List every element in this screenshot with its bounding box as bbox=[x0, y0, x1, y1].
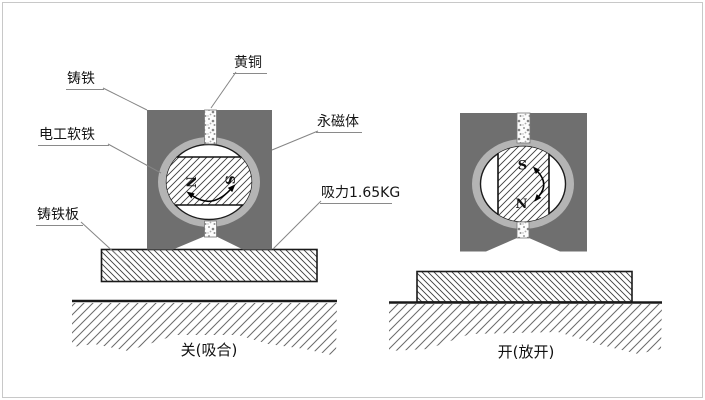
leader-brass bbox=[210, 71, 237, 109]
right-rotation-arrow bbox=[537, 171, 545, 197]
left-permanent-magnet bbox=[166, 157, 252, 205]
left-rotation-arrowhead-left bbox=[186, 191, 195, 199]
left-brass-insert-bottom bbox=[204, 220, 217, 238]
label-permanent-magnet: 永磁体 bbox=[316, 114, 362, 134]
leader-cast-iron-plate bbox=[80, 221, 131, 268]
label-suction-force: 吸力1.65KG bbox=[320, 185, 400, 205]
left-pole-s: S bbox=[222, 175, 237, 184]
left-brass-insert-top bbox=[204, 109, 217, 145]
right-pole-s: S bbox=[518, 159, 527, 174]
leader-lines bbox=[80, 71, 322, 268]
right-brass-insert-bottom bbox=[516, 221, 530, 239]
label-cast-iron: 铸铁 bbox=[66, 71, 104, 91]
label-brass: 黄铜 bbox=[233, 55, 267, 75]
label-cast-iron-plate: 铸铁板 bbox=[36, 207, 83, 227]
right-rotation-arrowhead-bottom bbox=[534, 194, 542, 202]
label-soft-iron: 电工软铁 bbox=[38, 127, 109, 147]
right-ground-hatch bbox=[389, 304, 662, 354]
right-pole-n: N bbox=[516, 197, 528, 212]
left-cast-iron-plate-shape bbox=[100, 248, 318, 283]
right-cast-iron-plate-shape bbox=[416, 270, 633, 303]
caption-open-state: 开(放开) bbox=[497, 343, 555, 361]
left-rotation-arrow bbox=[192, 189, 231, 203]
right-rotation-arrowhead-top bbox=[532, 166, 541, 174]
right-brass-insert-top bbox=[516, 112, 531, 144]
leader-suction-force bbox=[272, 200, 322, 250]
leader-permanent-magnet bbox=[271, 130, 319, 151]
leader-cast-iron bbox=[102, 87, 148, 111]
right-permanent-magnet bbox=[498, 146, 549, 222]
caption-closed-state: 关(吸合) bbox=[180, 341, 238, 359]
left-ground-hatch bbox=[72, 303, 337, 356]
leader-soft-iron bbox=[107, 143, 162, 174]
left-rotation-arrowhead-right bbox=[227, 184, 236, 193]
left-pole-n: N bbox=[183, 176, 198, 188]
